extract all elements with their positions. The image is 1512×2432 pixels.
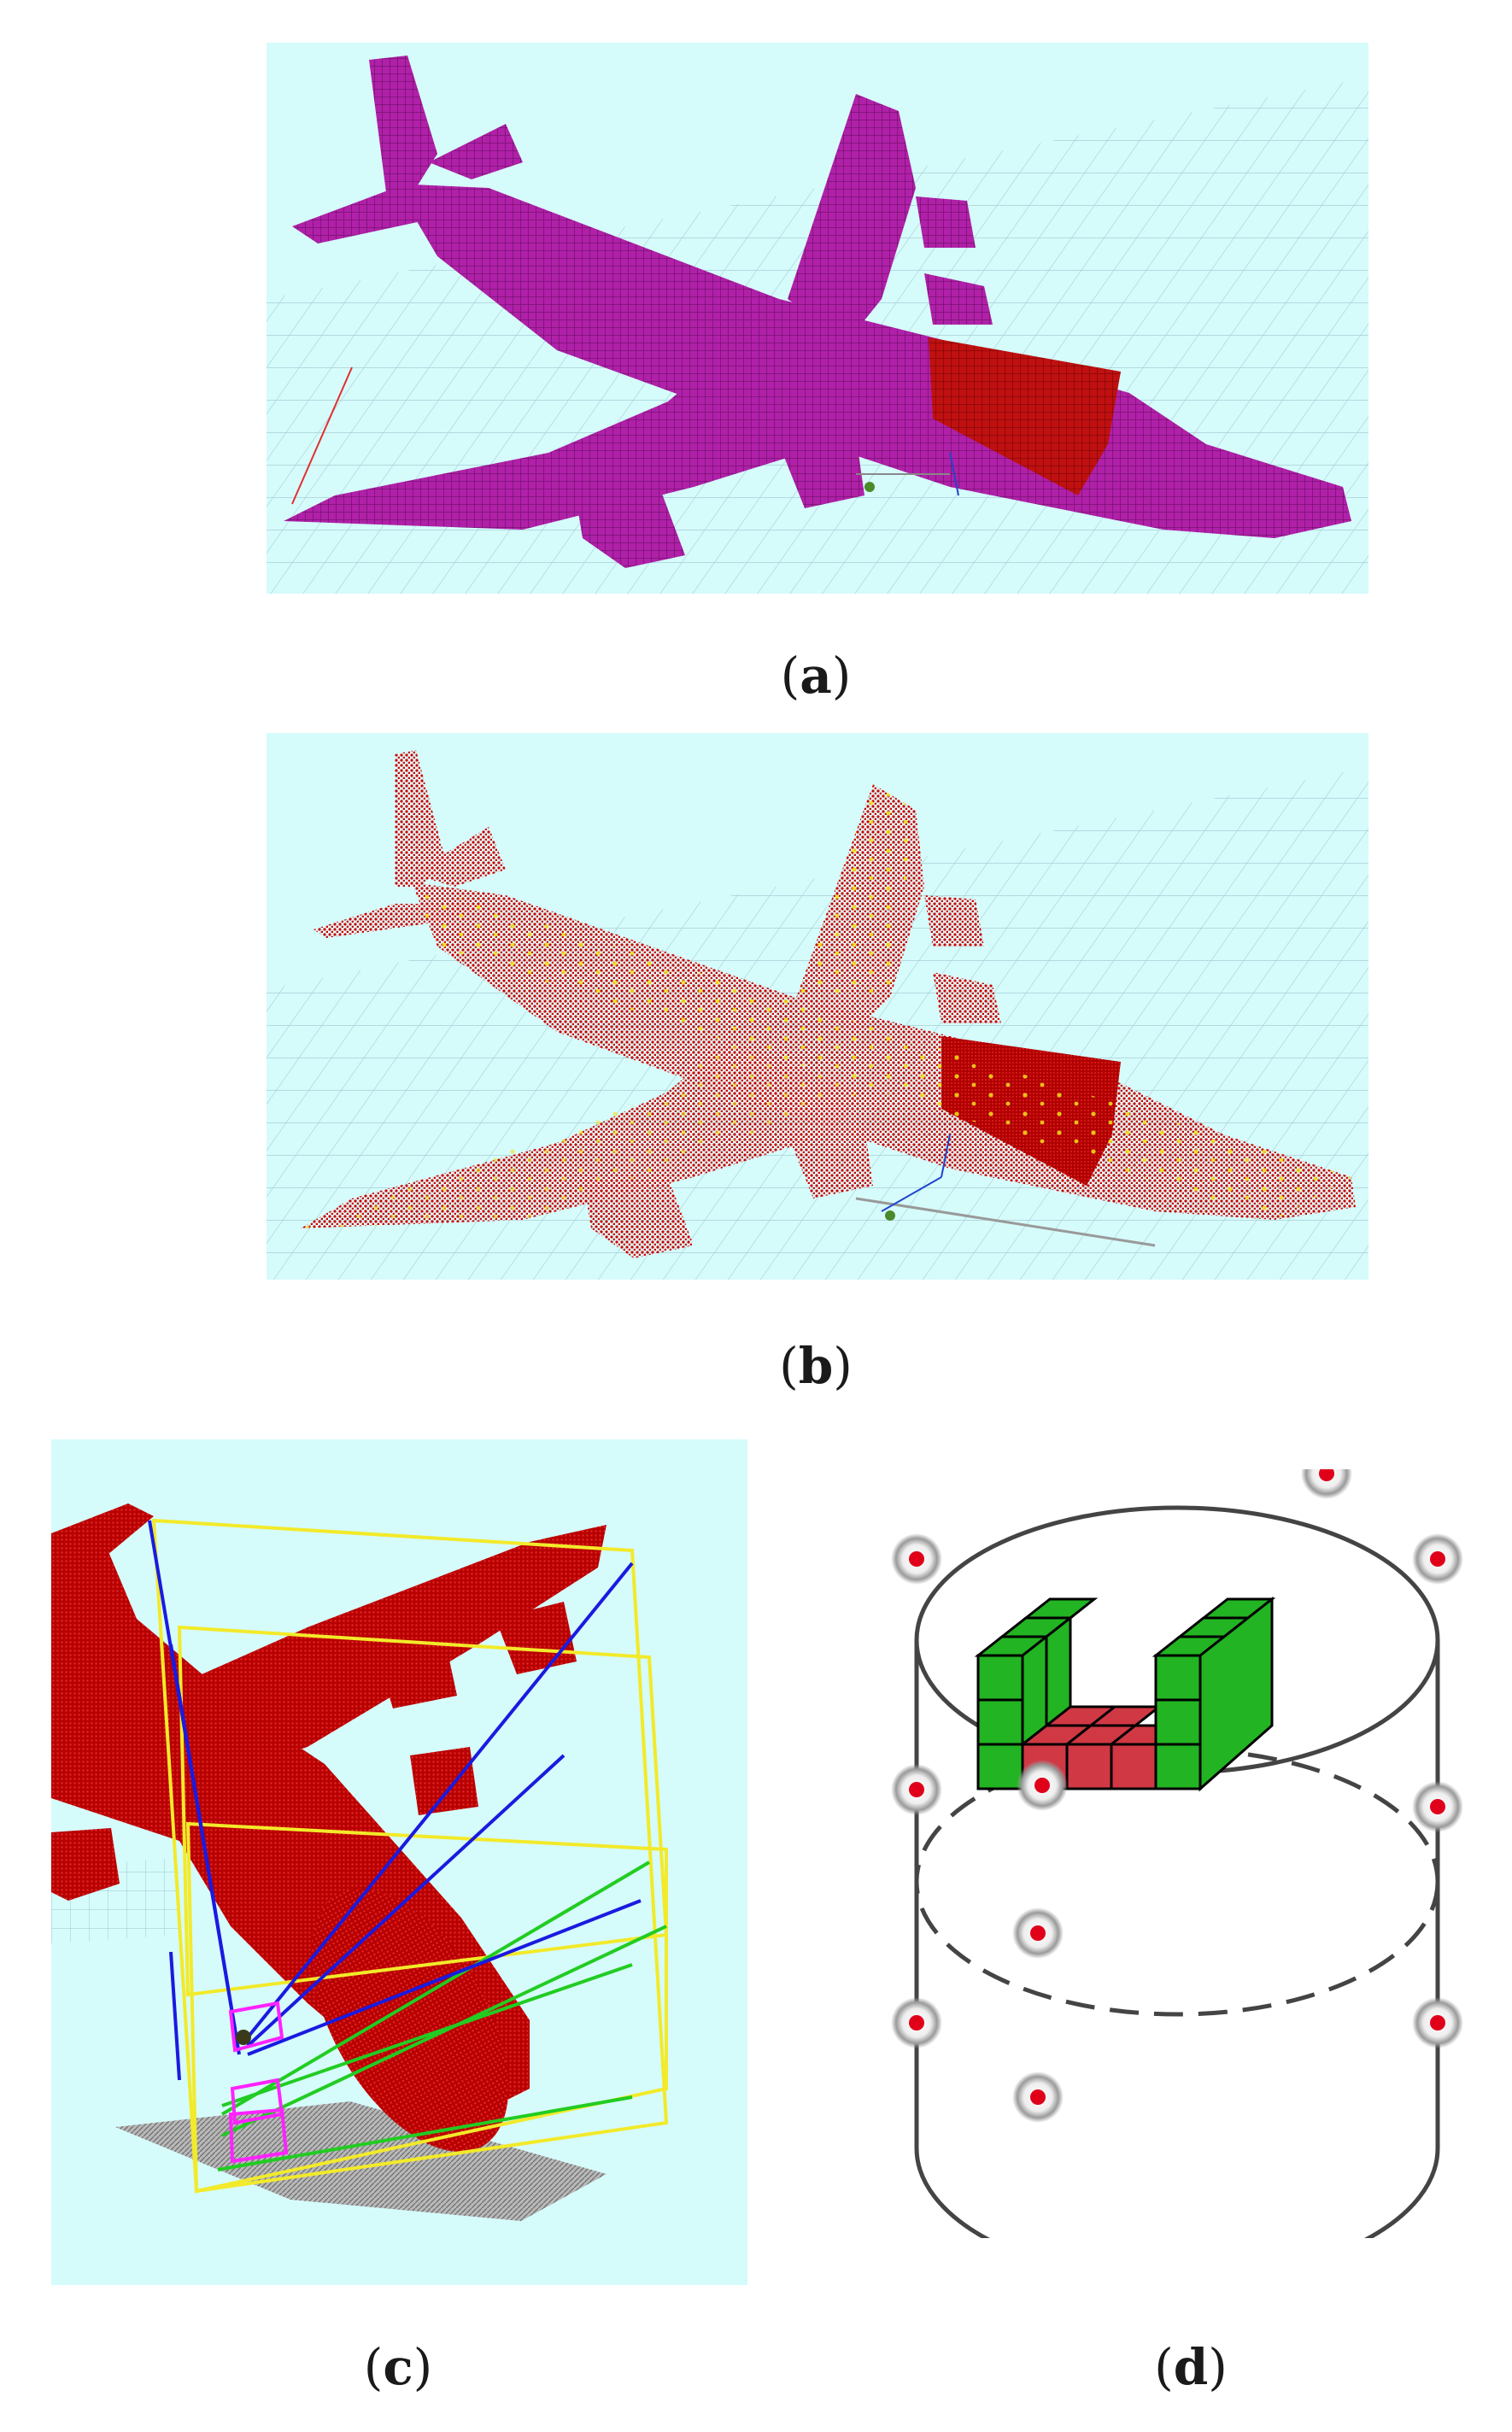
caption-d: (d): [1154, 2338, 1228, 2396]
point-cloud-render: [267, 733, 1368, 1280]
camera-rig: [855, 1134, 1156, 1247]
frustum-lines: [148, 1518, 669, 2194]
caption-a: (a): [780, 647, 852, 705]
frustum-view-panel: [51, 1439, 747, 2285]
cylinder-diagram: [867, 1469, 1482, 2238]
caption-b: (b): [779, 1337, 853, 1395]
camera-rig: [291, 366, 959, 505]
voxel-block: [974, 1596, 1276, 1792]
sample-markers: [891, 1469, 1463, 2123]
voxel-aircraft-render: [267, 43, 1368, 594]
point-cloud-aircraft-panel: [267, 733, 1368, 1280]
cylinder-sampling-panel: [867, 1469, 1482, 2238]
ground-points: [115, 2101, 607, 2221]
camera-boxes: [228, 2001, 289, 2164]
frustum-render: [51, 1439, 747, 2285]
aircraft-points: [51, 1503, 607, 2152]
aircraft-voxels: [284, 56, 1351, 568]
camera-center: [236, 2030, 251, 2045]
aircraft-points: [301, 750, 1356, 1258]
voxel-aircraft-panel: [267, 43, 1368, 594]
caption-c: (c): [363, 2338, 433, 2396]
